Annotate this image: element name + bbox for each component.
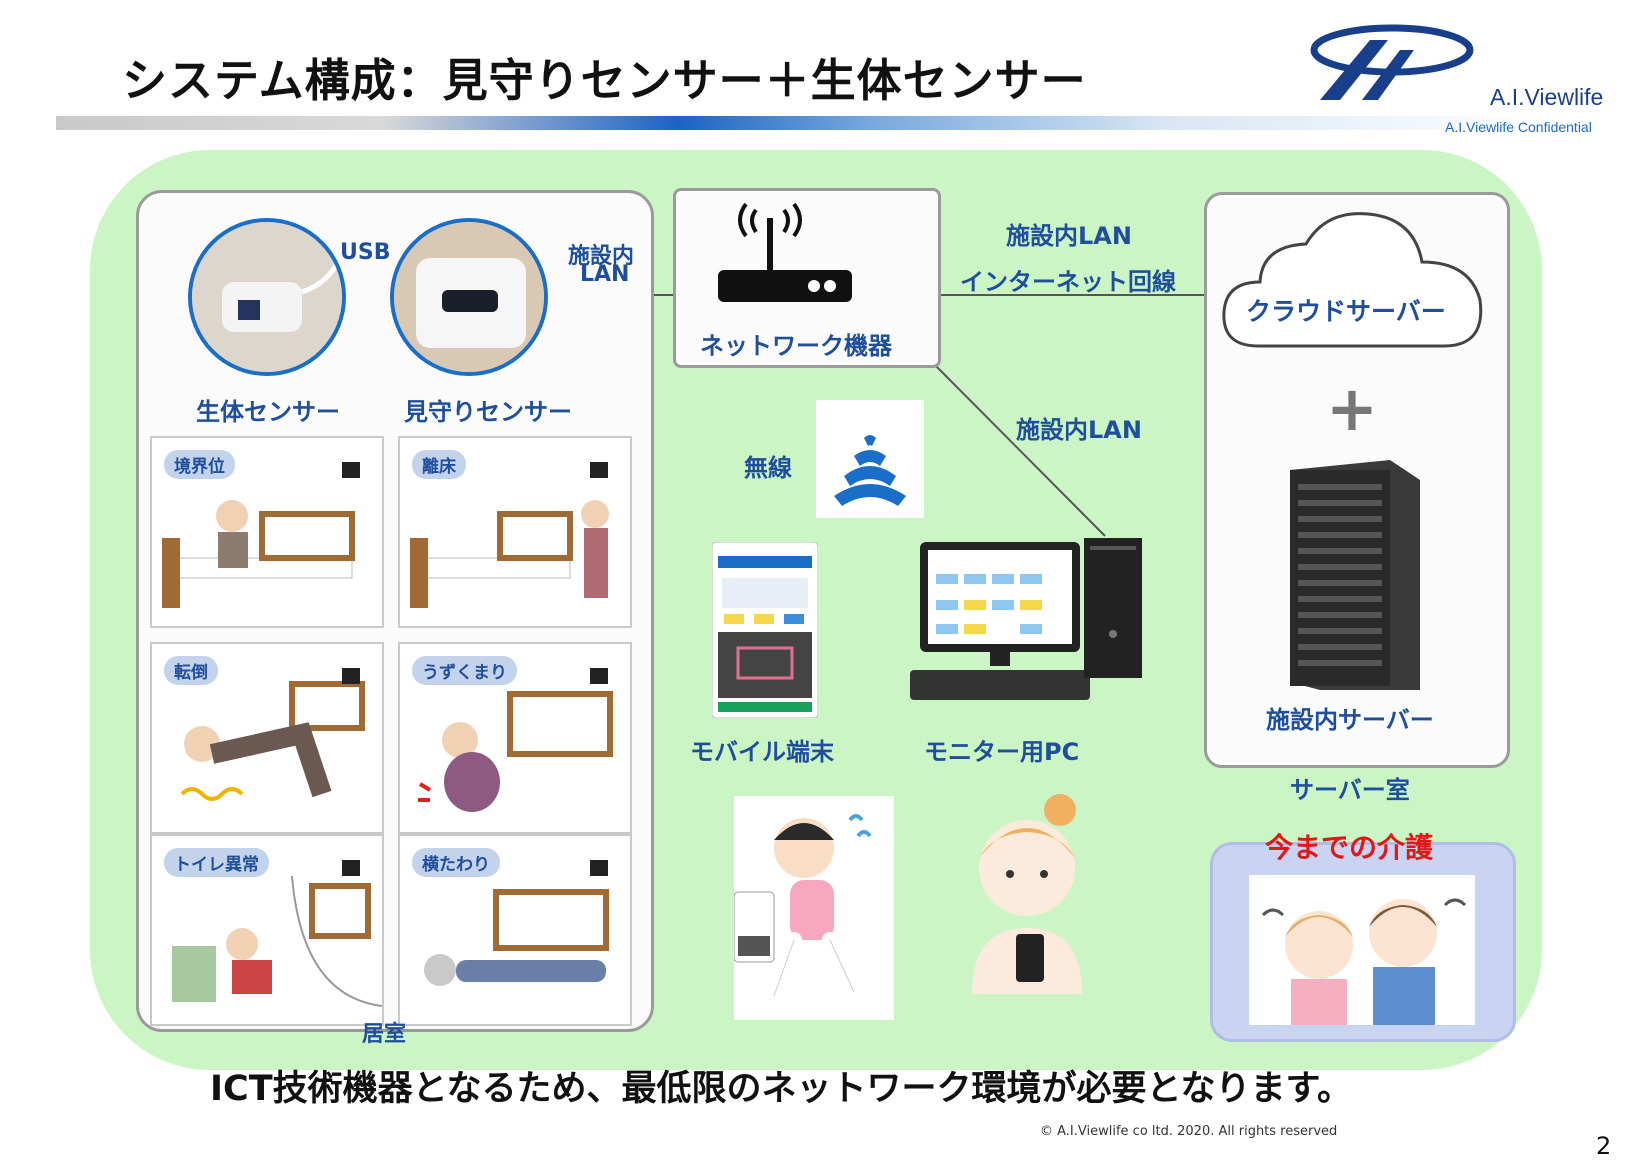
wireless-icon [816, 400, 924, 518]
scene-tile: 転倒 [150, 642, 384, 834]
bed-edge-illustration [162, 462, 360, 608]
lan-label-top: 施設内 [568, 244, 635, 269]
room-label: 居室 [362, 1022, 407, 1047]
brand-confidential: A.I.Viewlife Confidential [1445, 119, 1592, 135]
usb-label: USB [340, 240, 391, 265]
watch-sensor-label: 見守りセンサー [404, 398, 572, 426]
page-title: システム構成：見守りセンサー＋生体センサー [122, 54, 1087, 107]
toilet-abnormal-illustration [172, 860, 382, 1007]
legacy-care-title: 今までの介護 [1265, 831, 1434, 864]
title-underline [56, 116, 1536, 130]
server-room-label: サーバー室 [1290, 776, 1410, 804]
copyright: © A.I.Viewlife co ltd. 2020. All rights … [1040, 1124, 1338, 1139]
scene-tag: うずくまり [412, 656, 517, 685]
page-number: 2 [1596, 1132, 1612, 1160]
wireless-label: 無線 [744, 454, 792, 482]
scene-tag: 転倒 [164, 656, 218, 685]
scene-tile: トイレ異常 [150, 834, 384, 1026]
cloud-icon [1218, 206, 1488, 352]
lying-down-illustration [424, 860, 609, 986]
leaving-bed-illustration [410, 462, 609, 608]
link-lan-label: 施設内LAN [1006, 222, 1132, 250]
logo-mark-icon [1300, 20, 1480, 110]
running-caregiver-illustration [734, 796, 894, 1020]
scene-tile: 横たわり [398, 834, 632, 1026]
watch-sensor-photo [390, 218, 548, 376]
scene-tile: 境界位 [150, 436, 384, 628]
network-device-label: ネットワーク機器 [700, 332, 892, 360]
monitor-pc-icon [910, 538, 1148, 708]
lan-label-bottom: LAN [580, 262, 630, 287]
brand-name: A.I.Viewlife [1490, 84, 1604, 110]
router-icon [710, 196, 860, 308]
mobile-label: モバイル端末 [690, 738, 834, 766]
link-lan-pc-label: 施設内LAN [1016, 416, 1142, 444]
calm-caregiver-illustration [952, 788, 1102, 994]
bio-sensor-photo [188, 218, 346, 376]
scene-tile: 離床 [398, 436, 632, 628]
cloud-server-label: クラウドサーバー [1246, 297, 1446, 326]
scene-tag: 離床 [412, 450, 466, 479]
plus-symbol: + [1326, 372, 1378, 445]
legacy-care-picture [1249, 875, 1475, 1025]
footer-message: ICT技術機器となるため、最低限のネットワーク環境が必要となります。 [210, 1069, 1352, 1109]
server-tower-icon [1290, 460, 1420, 690]
legacy-care-frame [1210, 842, 1516, 1042]
scene-tag: 境界位 [164, 450, 235, 479]
bio-sensor-label: 生体センサー [196, 398, 340, 426]
fall-illustration [180, 668, 365, 801]
crouching-illustration [418, 668, 613, 812]
link-internet-label: インターネット回線 [960, 268, 1176, 296]
scene-tag: トイレ異常 [164, 848, 269, 877]
scene-tile: うずくまり [398, 642, 632, 834]
monitor-pc-label: モニター用PC [924, 738, 1080, 766]
network-device-box [673, 188, 941, 368]
mobile-terminal-icon [712, 542, 818, 718]
scene-tag: 横たわり [412, 848, 500, 877]
onsite-server-label: 施設内サーバー [1266, 706, 1434, 734]
